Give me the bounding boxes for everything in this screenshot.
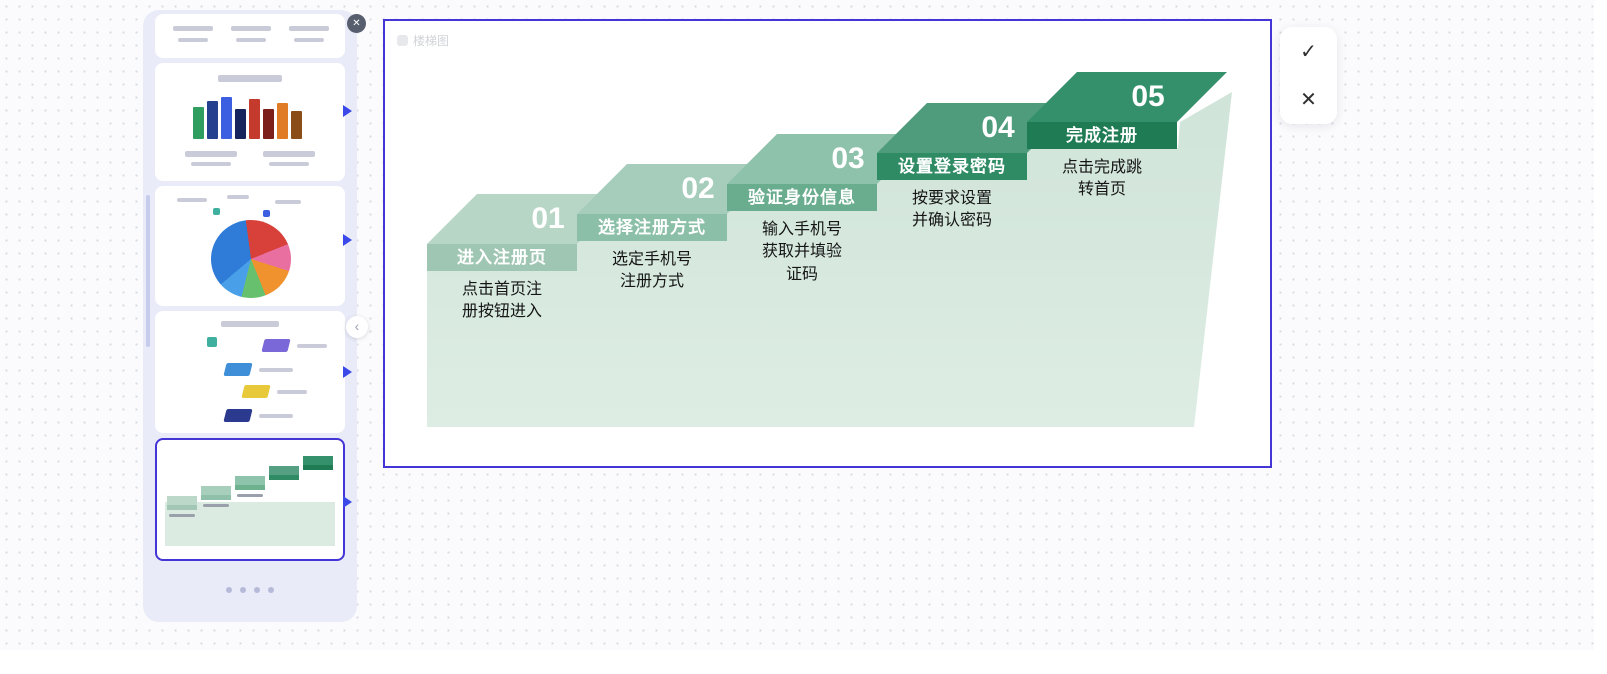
pagination-dot[interactable] (226, 587, 232, 593)
placeholder-bar (275, 200, 301, 204)
step-description: 点击完成跳 转首页 (1061, 159, 1142, 199)
placeholder-bar (236, 38, 266, 42)
check-icon: ✓ (1300, 40, 1317, 63)
step-title: 进入注册页 (427, 244, 577, 271)
placeholder-bar (294, 38, 324, 42)
insert-template-arrow-icon[interactable] (343, 234, 352, 246)
placeholder-bar (173, 26, 213, 31)
chevron-left-icon: ‹ (354, 318, 360, 334)
placeholder-bar (237, 494, 263, 497)
pagination-dot[interactable] (268, 587, 274, 593)
pagination-dots (226, 587, 274, 593)
placeholder-bar (227, 195, 249, 199)
insert-template-arrow-icon[interactable] (343, 105, 352, 117)
accept-button[interactable]: ✓ (1289, 31, 1329, 71)
background-margin (0, 650, 1607, 674)
placeholder-caption (185, 151, 237, 157)
reject-button[interactable]: ✕ (1289, 80, 1329, 120)
placeholder-bar (177, 198, 207, 202)
placeholder-bar (169, 514, 195, 517)
mini-bar-chart (193, 93, 309, 139)
step-description: 输入手机号 获取并填验 证码 (761, 221, 842, 283)
template-thumbnail-partial[interactable] (155, 14, 345, 58)
step-number: 05 (1131, 80, 1165, 113)
panel-scrollbar[interactable] (146, 195, 150, 347)
step-number: 02 (681, 172, 715, 205)
placeholder-bar (289, 26, 329, 31)
mini-node (207, 337, 217, 347)
mini-stair-step (201, 486, 231, 500)
placeholder-caption (269, 162, 309, 166)
placeholder-bar (259, 414, 293, 418)
step-number: 01 (531, 202, 565, 235)
watermark-icon (397, 35, 408, 46)
placeholder-title-bar (218, 75, 282, 82)
step-tread: 05 (1027, 72, 1227, 122)
template-thumbnail-zigzag-flow[interactable] (155, 311, 345, 433)
mini-block (241, 385, 271, 398)
watermark-label: 楼梯图 (413, 34, 450, 48)
diagram-step-5: 05 完成注册 点击完成跳 转首页 (1027, 72, 1227, 202)
close-icon: ✕ (352, 18, 361, 29)
placeholder-bar (297, 344, 327, 348)
step-description: 选定手机号 注册方式 (611, 251, 692, 291)
placeholder-bar (259, 368, 293, 372)
mini-node (213, 208, 220, 215)
template-thumbnail-staircase-selected[interactable] (155, 438, 345, 561)
panel-close-button[interactable]: ✕ (347, 14, 366, 33)
placeholder-bar (231, 26, 271, 31)
placeholder-bar (277, 390, 307, 394)
insert-template-arrow-icon[interactable] (343, 366, 352, 378)
mini-stair-step (167, 496, 197, 510)
step-title: 完成注册 (1027, 122, 1177, 149)
mini-stair-step (303, 456, 333, 470)
placeholder-bar (178, 38, 208, 42)
mini-stair-step (235, 476, 265, 490)
placeholder-title-bar (221, 321, 279, 327)
template-thumbnail-pie-chart[interactable] (155, 186, 345, 306)
step-title: 验证身份信息 (727, 184, 877, 211)
mini-block (223, 409, 253, 422)
template-panel: ✕ ‹ (143, 10, 368, 622)
pagination-dot[interactable] (240, 587, 246, 593)
insert-template-arrow-icon[interactable] (343, 496, 352, 508)
placeholder-caption (191, 162, 231, 166)
step-title: 选择注册方式 (577, 214, 727, 241)
mini-node (263, 210, 270, 217)
step-number: 03 (831, 142, 865, 175)
template-thumbnail-bar-chart[interactable] (155, 63, 345, 181)
panel-collapse-handle[interactable]: ‹ (346, 316, 368, 338)
step-title: 设置登录密码 (877, 153, 1027, 180)
mini-stair-step (269, 466, 299, 480)
pagination-dot[interactable] (254, 587, 260, 593)
mini-pie-chart (211, 220, 291, 298)
step-description: 按要求设置 并确认密码 (911, 190, 992, 230)
placeholder-caption (263, 151, 315, 157)
canvas-selection-staircase-diagram[interactable]: 楼梯图 01 进入注册页 点击首页注 册按钮进入 02 选择注册方式 选定手机号… (383, 19, 1272, 468)
canvas-watermark: 楼梯图 (397, 32, 449, 49)
close-icon: ✕ (1300, 89, 1317, 112)
background-margin (1594, 0, 1607, 674)
mini-block (261, 339, 291, 352)
review-toolbar: ✓ ✕ (1280, 27, 1337, 124)
mini-block (223, 363, 253, 376)
step-number: 04 (981, 111, 1015, 144)
placeholder-bar (203, 504, 229, 507)
step-description: 点击首页注 册按钮进入 (461, 281, 542, 321)
